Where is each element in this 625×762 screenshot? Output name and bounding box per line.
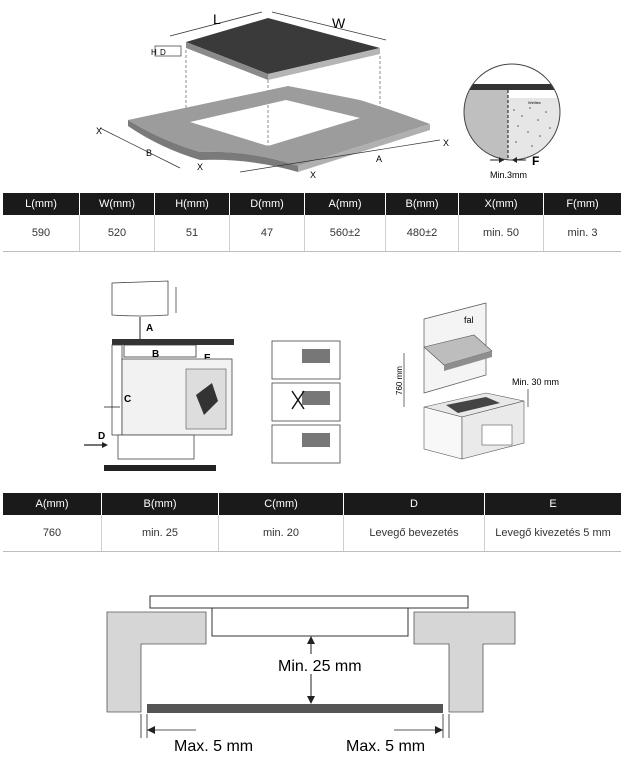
value-cell: 480±2 <box>385 215 459 252</box>
header-cell: F(mm) <box>543 193 621 215</box>
value-cell: 590 <box>3 215 80 252</box>
worktop <box>128 86 430 166</box>
label-B: B <box>146 148 152 158</box>
value-cell: min. 25 <box>101 515 219 552</box>
value-cell: 760 <box>3 515 102 552</box>
label-max5-right: Max. 5 mm <box>346 738 425 755</box>
header-cell: E <box>484 493 621 515</box>
header-cell: H(mm) <box>154 193 230 215</box>
label-X-1: X <box>96 126 102 136</box>
label-F: F <box>532 154 539 168</box>
hob-plate <box>149 595 469 609</box>
detail-circle: Welltec <box>463 63 561 161</box>
header-cell: A(mm) <box>304 193 386 215</box>
worktop-left <box>106 611 207 713</box>
label-min30: Min. 30 mm <box>512 377 559 387</box>
value-cell: 520 <box>79 215 155 252</box>
label-max5-left: Max. 5 mm <box>174 738 253 755</box>
label-min25: Min. 25 mm <box>278 658 362 675</box>
installation-value-row: 760 min. 25 min. 20 Levegő bevezetés Lev… <box>3 515 621 552</box>
label-X-2: X <box>197 162 203 172</box>
value-cell: min. 3 <box>543 215 621 252</box>
label-B-2: B <box>152 349 159 360</box>
bottom-plate <box>147 704 443 713</box>
label-H: H <box>151 48 157 57</box>
value-cell: Levegő kivezetés 5 mm <box>484 515 621 552</box>
header-cell: D <box>343 493 485 515</box>
value-cell: 47 <box>229 215 305 252</box>
header-cell: B(mm) <box>385 193 459 215</box>
header-cell: L(mm) <box>3 193 80 215</box>
value-cell: min. 50 <box>458 215 544 252</box>
vent-panels <box>271 340 341 464</box>
worktop-right <box>413 611 516 713</box>
label-min3: Min.3mm <box>490 170 527 180</box>
hob-top <box>186 18 380 74</box>
label-A: A <box>376 154 382 164</box>
label-C: C <box>124 394 131 405</box>
value-cell: min. 20 <box>218 515 344 552</box>
clearance-diagram: Min. 25 mm Max. 5 mm Max. 5 mm <box>106 595 516 755</box>
label-E: E <box>204 353 211 364</box>
detail-small-label: Welltec <box>528 100 541 105</box>
header-cell: X(mm) <box>458 193 544 215</box>
header-cell: W(mm) <box>79 193 155 215</box>
header-cell: C(mm) <box>218 493 344 515</box>
label-X-4: X <box>443 138 449 148</box>
dimensions-header-row: L(mm) W(mm) H(mm) D(mm) A(mm) B(mm) X(mm… <box>3 193 621 215</box>
header-cell: B(mm) <box>101 493 219 515</box>
label-W: W <box>332 15 346 31</box>
value-cell: 560±2 <box>304 215 386 252</box>
label-760mm: 760 mm <box>395 366 404 395</box>
label-fal: fal <box>464 315 474 325</box>
hob-body <box>211 607 409 637</box>
installation-table: A(mm) B(mm) C(mm) D E 760 min. 25 min. 2… <box>3 493 621 552</box>
kitchen-perspective: fal 760 mm Min. 30 mm <box>395 302 559 460</box>
value-cell: 51 <box>154 215 230 252</box>
label-X-3: X <box>310 170 316 180</box>
header-cell: D(mm) <box>229 193 305 215</box>
label-D: D <box>160 48 166 57</box>
label-D-2: D <box>98 431 105 442</box>
value-cell: Levegő bevezetés <box>343 515 485 552</box>
label-L: L <box>213 11 221 27</box>
cutout-diagram: L W H D X B X X A X Welltec <box>96 11 561 180</box>
hob-side <box>186 42 268 80</box>
dimensions-value-row: 590 520 51 47 560±2 480±2 min. 50 min. 3 <box>3 215 621 252</box>
header-cell: A(mm) <box>3 493 102 515</box>
label-A-2: A <box>146 323 153 334</box>
installation-diagram: A B E C D fal 760 mm Mi <box>84 280 559 471</box>
dimensions-table: L(mm) W(mm) H(mm) D(mm) A(mm) B(mm) X(mm… <box>3 193 621 252</box>
installation-header-row: A(mm) B(mm) C(mm) D E <box>3 493 621 515</box>
